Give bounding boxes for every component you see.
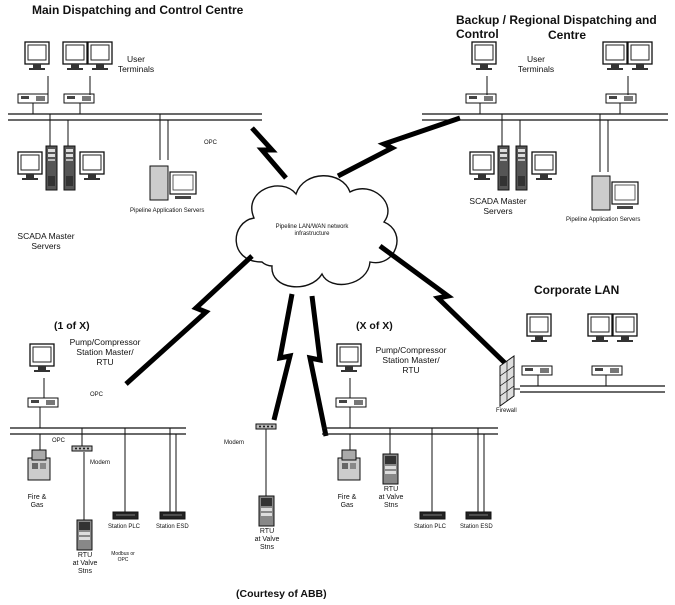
- plc-rack-icon: [465, 511, 492, 520]
- lightning-link-icon: [378, 243, 510, 368]
- credit-label: (Courtesy of ABB): [236, 588, 327, 600]
- plc-rack-icon: [419, 511, 446, 520]
- backup-centre-title-line2: Centre: [548, 28, 587, 42]
- workstation-icon: [17, 93, 49, 104]
- server-tower-icon: [149, 165, 169, 201]
- workstation-icon: [335, 397, 367, 408]
- monitor-icon: [612, 313, 638, 343]
- lightning-link-icon: [271, 293, 295, 421]
- monitor-icon: [169, 171, 197, 200]
- opc-label: OPC: [52, 438, 66, 444]
- fire-gas-label: Fire &Gas: [337, 494, 357, 510]
- monitor-icon: [471, 41, 497, 71]
- modem-icon: [255, 423, 277, 430]
- server-tower-icon: [63, 145, 76, 191]
- monitor-icon: [29, 343, 55, 373]
- monitor-icon: [602, 41, 628, 71]
- monitor-icon: [627, 41, 653, 71]
- workstation-icon: [27, 397, 59, 408]
- station-esd-label: Station ESD: [156, 524, 189, 530]
- corporate-lan: [499, 313, 665, 407]
- fire-gas-detector-icon: [27, 449, 51, 481]
- rtu-cabinet-icon: [258, 495, 275, 527]
- station-1-title: (1 of X): [54, 320, 90, 332]
- station-x: [322, 343, 498, 520]
- backup-centre-title: Backup / Regional Dispatching and Contro…: [456, 13, 657, 41]
- fire-gas-label: Fire &Gas: [27, 494, 47, 510]
- monitor-icon: [469, 151, 495, 181]
- backup-centre: [422, 41, 668, 211]
- pipeline-app-servers-label: Pipeline Application Servers: [566, 217, 641, 223]
- opc-label: OPC: [204, 140, 218, 146]
- server-tower-icon: [45, 145, 58, 191]
- fire-gas-detector-icon: [337, 449, 361, 481]
- monitor-icon: [62, 41, 88, 71]
- pipeline-app-servers-label: Pipeline Application Servers: [130, 208, 205, 214]
- opc-label: OPC: [90, 392, 104, 398]
- workstation-icon: [605, 93, 637, 104]
- lightning-link-icon: [336, 115, 461, 179]
- firewall-icon: [499, 355, 515, 407]
- plc-rack-icon: [159, 511, 186, 520]
- station-plc-label: Station PLC: [108, 524, 141, 530]
- server-tower-icon: [497, 145, 510, 191]
- monitor-icon: [24, 41, 50, 71]
- network-cloud-icon: [235, 175, 398, 288]
- monitor-icon: [79, 151, 105, 181]
- modem-label: Modem: [224, 440, 245, 446]
- wan-links: [124, 115, 510, 437]
- station-esd-label: Station ESD: [460, 524, 493, 530]
- server-tower-icon: [591, 175, 611, 211]
- main-centre-title: Main Dispatching and Control Centre: [32, 3, 244, 17]
- workstation-icon: [465, 93, 497, 104]
- monitor-icon: [526, 313, 552, 343]
- modem-label: Modem: [90, 460, 111, 466]
- station-x-title: (X of X): [356, 320, 393, 332]
- monitor-icon: [87, 41, 113, 71]
- main-centre: [8, 41, 262, 201]
- monitor-icon: [336, 343, 362, 373]
- workstation-icon: [63, 93, 95, 104]
- monitor-icon: [531, 151, 557, 181]
- station-plc-label: Station PLC: [414, 524, 447, 530]
- rtu-cabinet-icon: [382, 453, 399, 485]
- monitor-icon: [611, 181, 639, 210]
- server-tower-icon: [515, 145, 528, 191]
- workstation-icon: [521, 365, 553, 376]
- monitor-icon: [587, 313, 613, 343]
- valve-station: [255, 423, 277, 527]
- station-1: [10, 343, 186, 551]
- monitor-icon: [17, 151, 43, 181]
- plc-rack-icon: [112, 511, 139, 520]
- firewall-label: Firewall: [496, 408, 517, 414]
- lightning-link-icon: [124, 254, 254, 386]
- lightning-link-icon: [250, 126, 288, 180]
- lightning-link-icon: [306, 295, 329, 437]
- workstation-icon: [591, 365, 623, 376]
- corporate-lan-title: Corporate LAN: [534, 283, 620, 297]
- modem-icon: [71, 445, 93, 452]
- rtu-cabinet-icon: [76, 519, 93, 551]
